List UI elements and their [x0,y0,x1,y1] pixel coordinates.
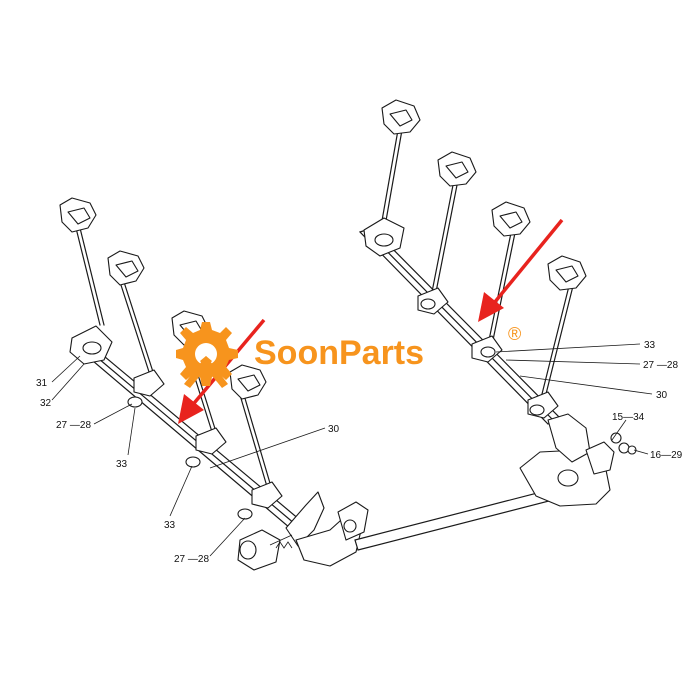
left-shaft-levers [69,325,283,520]
left-actuator-assembly [237,491,369,571]
left-rocker-brackets [59,197,267,400]
right-shaft-levers [363,217,559,419]
callout-32: 32 [40,398,52,409]
callout-labels: 31 32 27 —28 33 30 33 27 —28 33 27 —28 3… [36,340,683,565]
callout-16-29: 16—29 [650,450,683,461]
callout-33-right: 33 [644,340,656,351]
right-injector-rods [379,129,575,403]
callout-30-right: 30 [656,390,668,401]
right-bank-linkage [358,99,637,507]
registered-mark: ® [508,324,521,344]
red-pointer-arrows [178,218,564,424]
callout-33-left-a: 33 [116,459,128,470]
red-pointer-arrow-icon [478,218,564,322]
left-injector-rods [75,227,273,491]
right-governor-assembly [519,413,637,507]
gear-wrench-logo-icon [176,322,238,388]
right-rocker-brackets [381,99,587,291]
callout-27-28-left-b: 27 —28 [174,554,209,565]
left-bank-linkage [59,197,369,571]
callout-leader-lines [51,343,653,557]
brand-name: SoonParts [254,334,424,372]
callout-15-34: 15—34 [612,412,645,423]
soonparts-watermark: SoonParts ® [176,322,521,388]
callout-31: 31 [36,378,48,389]
right-shaft-centerline [365,229,555,422]
callout-30-left: 30 [328,424,340,435]
callout-33-left-b: 33 [164,520,176,531]
callout-27-28-left-a: 27 —28 [56,420,91,431]
callout-27-28-right: 27 —28 [643,360,678,371]
